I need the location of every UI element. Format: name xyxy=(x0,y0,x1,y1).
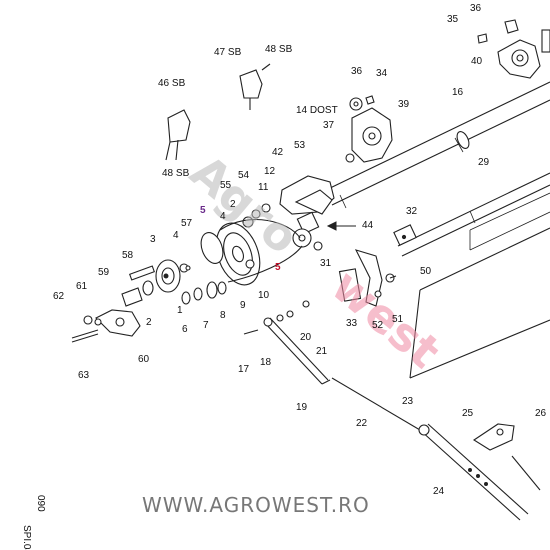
label-17: 17 xyxy=(238,364,250,375)
assembly-40 xyxy=(477,19,550,79)
watermark-url: WWW.AGROWEST.RO xyxy=(142,493,370,517)
label-35: 35 xyxy=(447,14,459,25)
label-19: 19 xyxy=(296,402,308,413)
label-5b: 5 xyxy=(275,262,281,273)
label-47: 47 SB xyxy=(214,47,242,58)
label-57: 57 xyxy=(181,218,193,229)
mechanism-42 xyxy=(279,175,335,251)
label-23: 23 xyxy=(402,396,414,407)
label-40: 40 xyxy=(471,56,483,67)
label-16: 16 xyxy=(452,87,464,98)
label-21: 21 xyxy=(316,346,328,357)
label-55: 55 xyxy=(220,180,232,191)
label-58: 58 xyxy=(122,250,134,261)
bracket-60 xyxy=(71,309,141,343)
label-60: 60 xyxy=(138,354,150,365)
label-37: 37 xyxy=(323,120,335,131)
shaft-16 xyxy=(325,81,550,209)
frame-plate xyxy=(409,192,550,379)
label-39: 39 xyxy=(398,99,410,110)
label-31: 31 xyxy=(320,258,332,269)
label-1: 1 xyxy=(177,305,183,316)
label-29: 29 xyxy=(478,157,490,168)
label-63: 63 xyxy=(78,370,90,381)
parts-25-26 xyxy=(472,423,541,491)
label-53: 53 xyxy=(294,140,306,151)
label-7: 7 xyxy=(203,320,209,331)
label-48b: 48 SB xyxy=(162,168,190,179)
arm-31 xyxy=(338,249,397,307)
pin-58 xyxy=(121,265,156,307)
label-44: 44 xyxy=(362,220,374,231)
bracket-32 xyxy=(393,224,417,246)
drawing-code-2: 090 xyxy=(35,495,46,512)
rod-24 xyxy=(418,423,529,521)
label-26: 26 xyxy=(535,408,547,419)
label-22: 22 xyxy=(356,418,368,429)
label-25: 25 xyxy=(462,408,474,419)
label-9: 9 xyxy=(240,300,246,311)
label-3: 3 xyxy=(150,234,156,245)
label-36a: 36 xyxy=(470,3,482,14)
label-32: 32 xyxy=(406,206,418,217)
label-24: 24 xyxy=(433,486,445,497)
label-61: 61 xyxy=(76,281,88,292)
label-50: 50 xyxy=(420,266,432,277)
label-12: 12 xyxy=(264,166,276,177)
label-4b: 4 xyxy=(220,211,226,222)
label-59: 59 xyxy=(98,267,110,278)
washer-stack xyxy=(181,281,227,305)
assembly-39 xyxy=(345,95,393,163)
drawing-code: SPI.04162 xyxy=(21,525,32,550)
label-14: 14 DOST xyxy=(296,105,338,116)
label-34: 34 xyxy=(376,68,388,79)
label-42: 42 xyxy=(272,147,284,158)
rod-19 xyxy=(243,300,331,385)
label-51: 51 xyxy=(392,314,404,325)
label-36b: 36 xyxy=(351,66,363,77)
label-33: 33 xyxy=(346,318,358,329)
shaft-29 xyxy=(397,172,550,257)
spring-44 xyxy=(326,221,356,231)
label-18: 18 xyxy=(260,357,272,368)
label-48a: 48 SB xyxy=(265,44,293,55)
label-6: 6 xyxy=(182,324,188,335)
label-2b: 2 xyxy=(230,199,236,210)
label-4a: 4 xyxy=(173,230,179,241)
label-20: 20 xyxy=(300,332,312,343)
label-5a: 5 xyxy=(200,205,206,216)
part-labels: 1 2 2 3 4 4 5 5 6 7 8 9 10 11 12 14 DOST… xyxy=(53,3,547,497)
label-10: 10 xyxy=(258,290,270,301)
label-62: 62 xyxy=(53,291,65,302)
shoe-parts xyxy=(165,63,271,161)
label-54: 54 xyxy=(238,170,250,181)
gear-1 xyxy=(142,259,191,296)
label-52: 52 xyxy=(372,320,384,331)
label-2a: 2 xyxy=(146,317,152,328)
label-46a: 46 SB xyxy=(158,78,186,89)
pulley-assembly xyxy=(200,219,303,286)
label-8: 8 xyxy=(220,310,226,321)
rod-22 xyxy=(331,377,421,431)
label-11: 11 xyxy=(258,182,269,193)
